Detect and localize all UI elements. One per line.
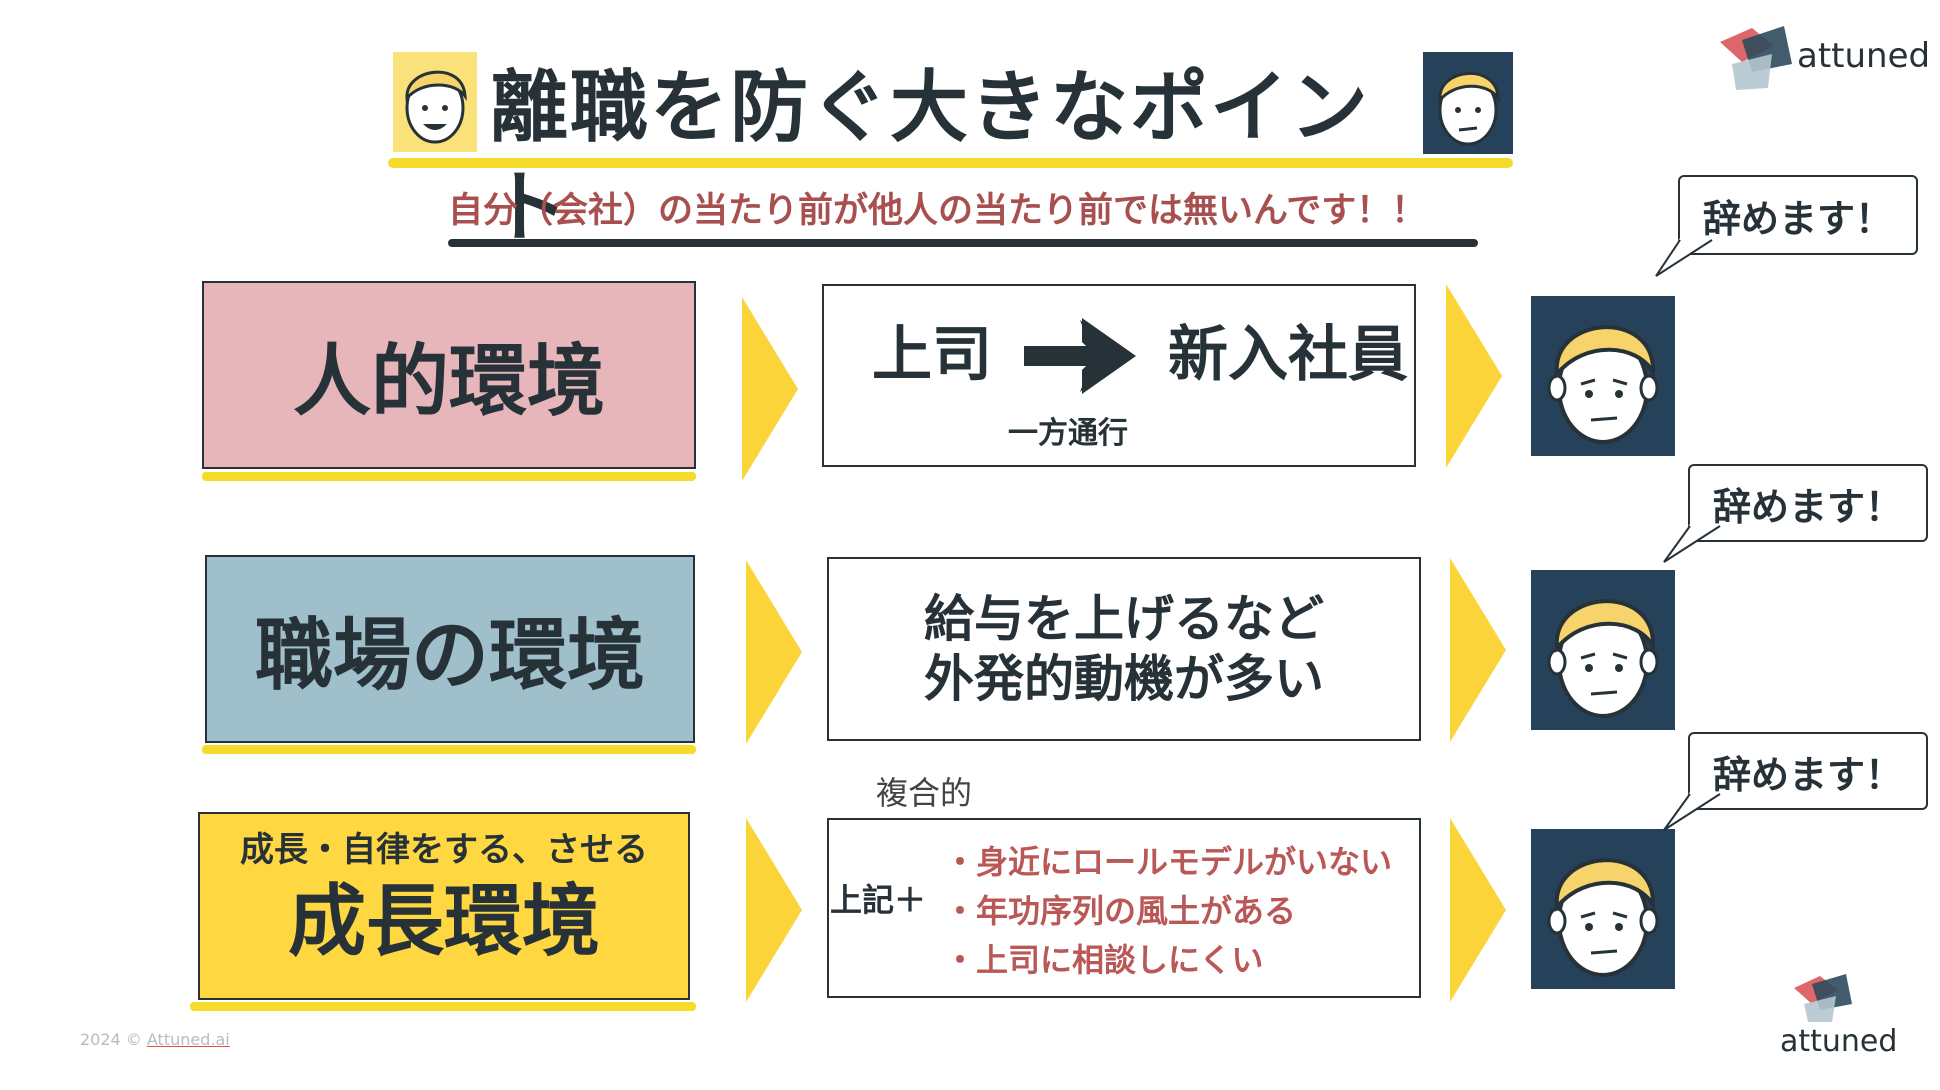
category-underline bbox=[202, 745, 696, 754]
speech-bubble-text: 辞めます！ bbox=[1712, 752, 1903, 797]
subtitle: 自分（会社）の当たり前が他人の当たり前では無いんです！！ bbox=[448, 191, 1427, 231]
chevron-right-icon bbox=[1450, 558, 1506, 742]
worried-face-icon bbox=[1531, 829, 1675, 989]
worried-face-icon bbox=[1531, 296, 1675, 456]
chevron-right-icon bbox=[746, 818, 802, 1002]
smiling-face-icon bbox=[393, 52, 477, 152]
new-hire-label: 新入社員 bbox=[1168, 320, 1408, 390]
brand-logo-text: attuned bbox=[1780, 1024, 1898, 1059]
category-human-environment: 人的環境 bbox=[202, 281, 696, 469]
relationship-box bbox=[822, 284, 1416, 467]
list-item: ・年功序列の風土がある bbox=[944, 892, 1297, 930]
extrinsic-line1: 給与を上げるなど bbox=[924, 590, 1324, 648]
speech-bubble: 辞めます！ bbox=[1678, 175, 1918, 255]
chevron-right-icon bbox=[742, 297, 798, 481]
page-title: 離職を防ぐ大きなポイント bbox=[490, 63, 1371, 253]
category-underline bbox=[202, 472, 696, 481]
speech-bubble-tail bbox=[1655, 238, 1714, 277]
category-underline bbox=[190, 1002, 696, 1011]
copyright-link[interactable]: Attuned.ai bbox=[146, 1030, 230, 1049]
chevron-right-icon bbox=[1446, 284, 1502, 468]
category-growth-environment: 成長・自律をする、させる 成長環境 bbox=[198, 812, 690, 1000]
speech-bubble: 辞めます！ bbox=[1688, 464, 1928, 542]
copyright-notice: 2024 © Attuned.ai bbox=[80, 1030, 230, 1049]
worried-face-icon bbox=[1423, 52, 1513, 154]
growth-factors-box bbox=[827, 818, 1421, 998]
speech-bubble-text: 辞めます！ bbox=[1712, 484, 1903, 529]
category-label: 職場の環境 bbox=[254, 611, 645, 701]
title-underline bbox=[388, 158, 1513, 168]
brand-logo-text: attuned bbox=[1797, 36, 1931, 76]
speech-bubble-tail bbox=[1663, 524, 1722, 563]
chevron-right-icon bbox=[746, 560, 802, 744]
arrow-right-icon bbox=[1024, 318, 1136, 394]
boss-label: 上司 bbox=[872, 320, 992, 390]
chevron-right-icon bbox=[1450, 818, 1506, 1002]
speech-bubble-text: 辞めます！ bbox=[1702, 196, 1893, 241]
worried-face-icon bbox=[1531, 570, 1675, 730]
category-label: 人的環境 bbox=[292, 337, 605, 427]
composite-label: 複合的 bbox=[876, 774, 973, 812]
speech-bubble-tail bbox=[1663, 792, 1722, 831]
extrinsic-motivation-box: 給与を上げるなど 外発的動機が多い bbox=[827, 557, 1421, 741]
brand-logo-top bbox=[1712, 20, 1802, 92]
category-workplace-environment: 職場の環境 bbox=[205, 555, 695, 743]
brand-logo-bottom bbox=[1790, 970, 1860, 1024]
one-way-caption: 一方通行 bbox=[1008, 416, 1128, 451]
growth-factor-list: ・身近にロールモデルがいない ・年功序列の風土がある ・上司に相談しにくい bbox=[944, 838, 1392, 985]
category-label: 成長環境 bbox=[287, 877, 600, 967]
logo-mark-icon bbox=[1794, 974, 1852, 1022]
above-plus-label: 上記＋ bbox=[830, 881, 927, 919]
subtitle-underline bbox=[448, 239, 1478, 247]
list-item: ・身近にロールモデルがいない bbox=[944, 843, 1393, 881]
category-subtitle: 成長・自律をする、させる bbox=[240, 830, 648, 870]
speech-bubble: 辞めます！ bbox=[1688, 732, 1928, 810]
list-item: ・上司に相談しにくい bbox=[944, 941, 1264, 979]
extrinsic-line2: 外発的動機が多い bbox=[924, 650, 1324, 708]
logo-mark-icon bbox=[1720, 26, 1792, 90]
